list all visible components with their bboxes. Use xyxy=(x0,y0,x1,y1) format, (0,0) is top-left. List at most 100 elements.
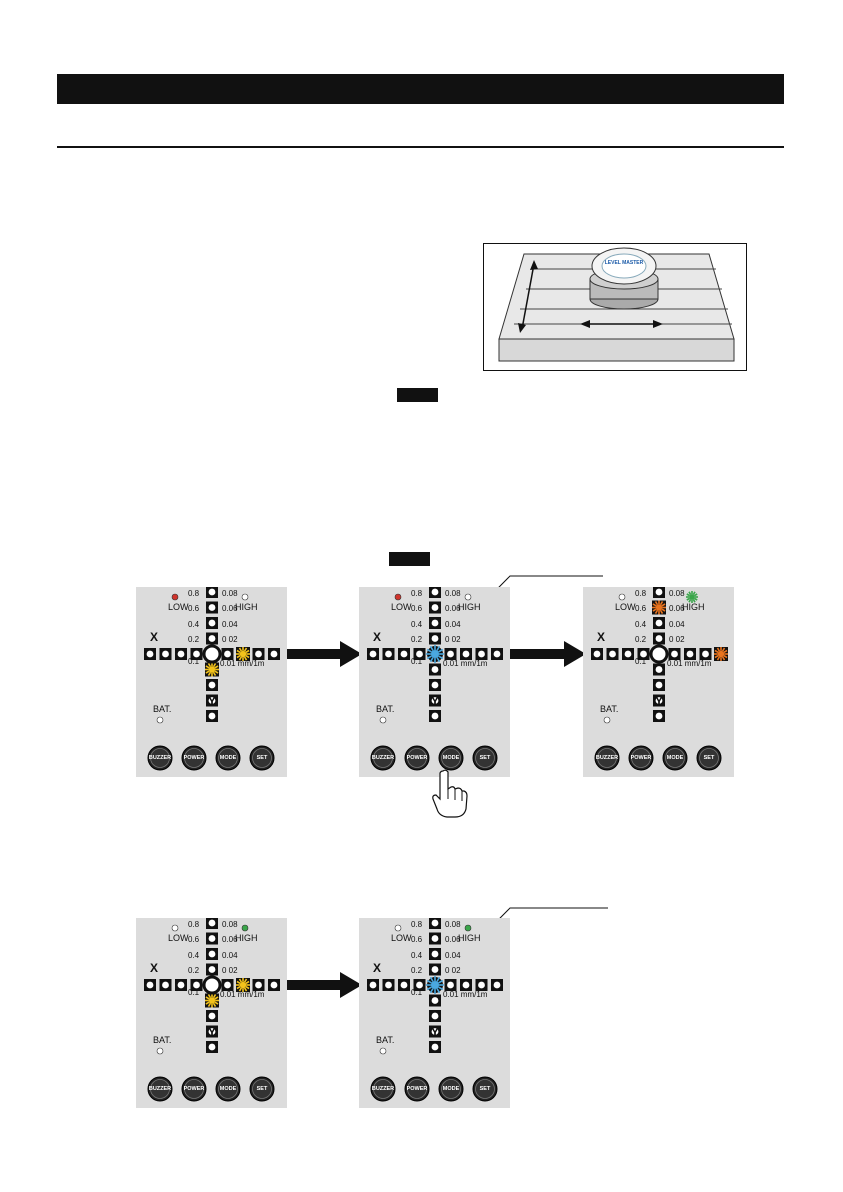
panel-label: 0.06 xyxy=(445,935,461,944)
panel-label: 0.01 mm/1m xyxy=(443,659,488,668)
led-square-icon xyxy=(429,1025,441,1038)
panel-label: 0.06 xyxy=(222,935,238,944)
led-square-icon xyxy=(252,979,265,991)
panel-label: POWER xyxy=(406,755,428,761)
led-square-icon xyxy=(429,632,441,645)
led-square-icon xyxy=(429,948,441,960)
led-square-icon xyxy=(475,648,488,660)
led-square-icon xyxy=(206,694,218,707)
low-indicator-icon xyxy=(171,593,179,601)
panel-label: LOW xyxy=(168,602,189,612)
panel-label: HIGH xyxy=(458,602,481,612)
panel-label: Y xyxy=(431,1025,440,1039)
svg-text:LEVEL MASTER: LEVEL MASTER xyxy=(605,260,644,266)
led-square-icon xyxy=(206,632,218,645)
mode-key-tag xyxy=(389,552,430,566)
led-square-icon xyxy=(252,648,265,660)
panel-label: Y xyxy=(208,1025,217,1039)
led-square-icon xyxy=(429,694,441,707)
panel-label: BAT. xyxy=(376,704,395,714)
led-square-icon xyxy=(460,979,472,991)
panel-label: Y xyxy=(208,694,217,708)
panel-label: 0.8 xyxy=(635,589,647,598)
panel-label: LOW xyxy=(615,602,636,612)
led-square-icon xyxy=(429,601,441,614)
high-indicator-icon xyxy=(464,593,472,601)
led-square-icon xyxy=(175,979,187,991)
led-square-icon xyxy=(622,648,634,660)
panel-label: Y xyxy=(431,694,440,708)
led-square-icon xyxy=(444,979,457,991)
panel-label: 0 02 xyxy=(445,966,461,975)
panel-label: LOW xyxy=(168,933,189,943)
led-square-icon xyxy=(206,918,218,929)
led-square-icon xyxy=(429,932,441,945)
panel-label: X xyxy=(373,961,382,975)
low-indicator-icon xyxy=(394,924,402,932)
panel-label: HIGH xyxy=(235,602,258,612)
led-square-icon xyxy=(206,710,218,722)
led-square-icon xyxy=(221,648,234,660)
led-square-icon xyxy=(429,1041,441,1053)
panel-label: 0.08 xyxy=(669,589,685,598)
battery-indicator-icon xyxy=(379,716,387,724)
panel-label: 0.6 xyxy=(411,935,423,944)
panel-label: BAT. xyxy=(600,704,619,714)
led-square-icon xyxy=(268,648,280,660)
led-square-icon xyxy=(653,587,665,598)
led-square-icon xyxy=(159,979,172,991)
led-square-icon xyxy=(382,979,395,991)
center-led-icon xyxy=(202,644,222,664)
led-square-icon xyxy=(382,648,395,660)
led-square-icon xyxy=(206,617,218,629)
panel-label: 0.04 xyxy=(669,620,685,629)
panel-label: 0.2 xyxy=(188,635,200,644)
panel-label: 0.6 xyxy=(411,604,423,613)
led-square-icon xyxy=(221,979,234,991)
led-square-icon xyxy=(591,648,603,660)
led-square-icon xyxy=(429,994,441,1007)
center-led-icon xyxy=(649,644,669,664)
led-square-icon xyxy=(206,679,218,691)
led-square-icon xyxy=(460,648,472,660)
panel-label: X xyxy=(597,630,606,644)
panel-label: 0.06 xyxy=(669,604,685,613)
panel-label: 0.8 xyxy=(411,589,423,598)
machine-table-illustration: LEVEL MASTER xyxy=(498,247,735,362)
led-square-icon xyxy=(206,948,218,960)
panel-label: 0.01 mm/1m xyxy=(667,659,712,668)
led-square-icon xyxy=(429,963,441,976)
led-square-icon xyxy=(653,632,665,645)
panel-label: 0.2 xyxy=(411,966,423,975)
led-square-icon xyxy=(429,1010,441,1022)
panel-label: 0.01 mm/1m xyxy=(443,990,488,999)
panel-label: 0.4 xyxy=(188,951,200,960)
led-square-icon xyxy=(206,1041,218,1053)
panel-label: MODE xyxy=(666,755,684,761)
led-square-icon xyxy=(268,979,280,991)
led-square-icon xyxy=(206,587,218,598)
panel-label: BUZZER xyxy=(371,755,395,761)
battery-indicator-icon xyxy=(156,1047,164,1055)
panel-label: 0.1 xyxy=(188,657,200,666)
panel-label: HIGH xyxy=(235,933,258,943)
led-square-icon xyxy=(429,587,441,598)
led-square-icon xyxy=(175,648,187,660)
panel-label: 0.4 xyxy=(411,951,423,960)
panel-label: SET xyxy=(256,755,268,761)
lit-led-icon xyxy=(236,647,250,661)
high-indicator-icon xyxy=(241,924,249,932)
panel-label: BUZZER xyxy=(148,755,172,761)
lit-led-icon xyxy=(652,600,666,615)
panel-label: 0.01 mm/1m xyxy=(220,659,265,668)
panel-label: BAT. xyxy=(153,1035,172,1045)
panel-label: 0.04 xyxy=(222,951,238,960)
battery-indicator-icon xyxy=(603,716,611,724)
level-master-photo: LEVEL MASTER xyxy=(483,243,747,371)
panel-label: BAT. xyxy=(376,1035,395,1045)
panel-label: LOW xyxy=(391,602,412,612)
led-square-icon xyxy=(653,694,665,707)
panel-label: HIGH xyxy=(458,933,481,943)
